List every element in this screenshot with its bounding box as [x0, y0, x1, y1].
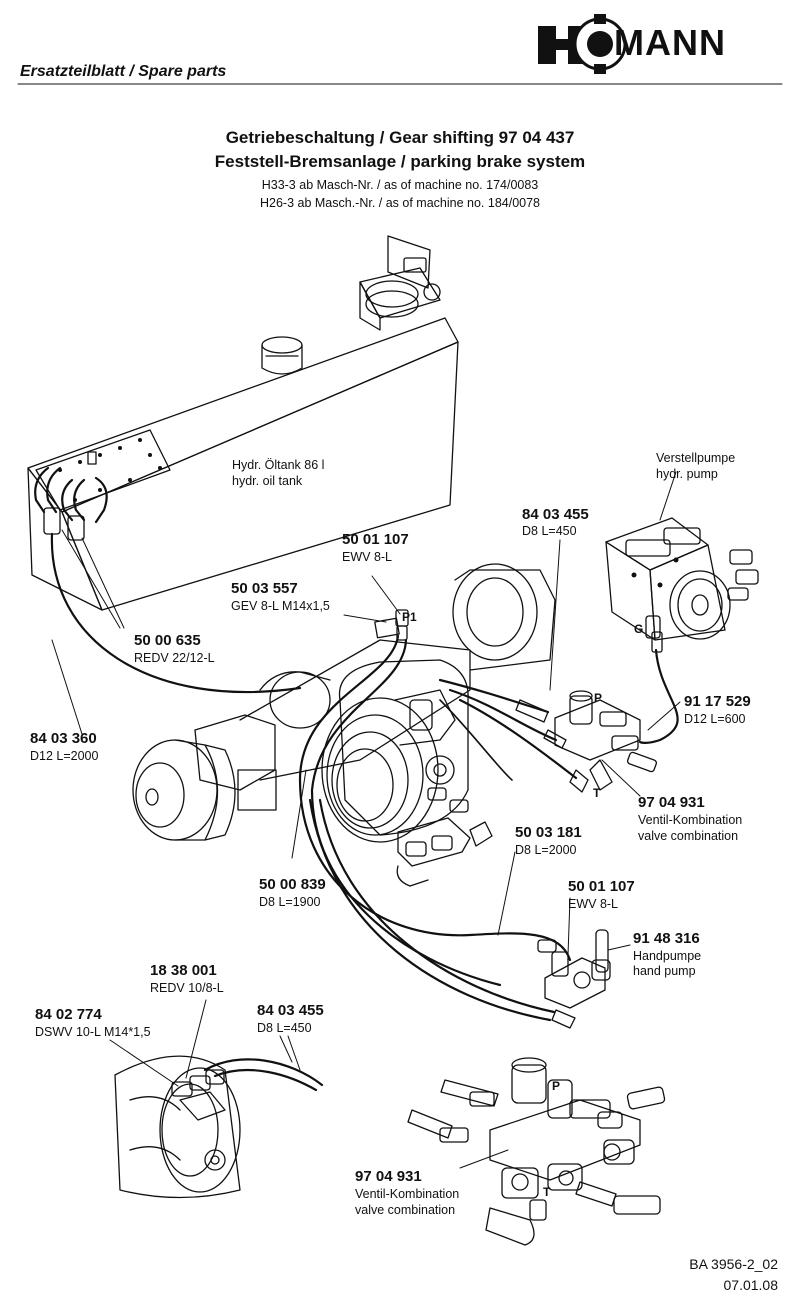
part-desc: D8 L=450 — [522, 524, 577, 538]
part-desc: EWV 8-L — [568, 897, 619, 911]
part-desc: D8 L=450 — [257, 1021, 312, 1035]
valve-combination-illustration — [515, 690, 658, 793]
part-number: 50 00 635 — [134, 632, 201, 649]
part-desc: D8 L=1900 — [259, 895, 321, 909]
valve2-label-de: Ventil-Kombination — [355, 1187, 460, 1201]
document-date: 07.01.08 — [723, 1277, 779, 1293]
part-number: 97 04 931 — [355, 1168, 422, 1185]
part-desc: DSWV 10-L M14*1,5 — [35, 1025, 151, 1039]
part-number: 50 00 839 — [259, 876, 326, 893]
part-number: 97 04 931 — [638, 794, 705, 811]
port-label: T — [543, 1185, 551, 1199]
port-label: P — [594, 691, 603, 705]
hydraulic-pump-illustration — [605, 517, 759, 653]
hand-pump-illustration — [537, 929, 611, 1029]
oil-tank-illustration — [27, 235, 459, 611]
part-number: 50 01 107 — [342, 531, 409, 548]
inset-axle-detail — [114, 1055, 241, 1199]
part-number: 18 38 001 — [150, 962, 217, 979]
part-number: 84 03 455 — [522, 506, 589, 523]
part-desc: D12 L=2000 — [30, 749, 99, 763]
part-number: 50 03 181 — [515, 824, 582, 841]
handpump-label-de: Handpumpe — [633, 949, 702, 963]
port-label: P — [552, 1079, 561, 1093]
hofmann-logo — [538, 14, 627, 74]
part-desc: REDV 22/12-L — [134, 651, 215, 665]
valve-label-en: valve combination — [638, 829, 739, 843]
pump-label-de: Verstellpumpe — [656, 451, 736, 465]
document-number: BA 3956-2_02 — [689, 1256, 778, 1272]
valve2-label-en: valve combination — [355, 1203, 456, 1217]
part-number: 91 48 316 — [633, 930, 700, 947]
part-desc: REDV 10/8-L — [150, 981, 224, 995]
part-number: 84 03 360 — [30, 730, 97, 747]
hose-lines — [50, 532, 679, 1092]
handpump-label-en: hand pump — [633, 964, 696, 978]
part-number: 84 02 774 — [35, 1006, 102, 1023]
port-label: G — [634, 622, 644, 636]
part-number: 50 03 557 — [231, 580, 298, 597]
part-number: 50 01 107 — [568, 878, 635, 895]
subtitle-h33: H33-3 ab Masch-Nr. / as of machine no. 1… — [261, 178, 539, 192]
tank-label-de: Hydr. Öltank 86 l — [232, 458, 325, 472]
port-label: P1 — [402, 610, 417, 624]
section-header: Ersatzteilblatt / Spare parts — [20, 63, 227, 80]
port-label: T — [593, 786, 601, 800]
valve-label-de: Ventil-Kombination — [638, 813, 743, 827]
tank-label-en: hydr. oil tank — [232, 474, 303, 488]
leader-lines — [51, 471, 681, 1169]
subtitle-h26: H26-3 ab Masch.-Nr. / as of machine no. … — [259, 196, 541, 210]
part-number: 84 03 455 — [257, 1002, 324, 1019]
part-desc: GEV 8-L M14x1,5 — [231, 599, 330, 613]
title-gear-shifting: Getriebeschaltung / Gear shifting 97 04 … — [225, 128, 575, 147]
part-number: 91 17 529 — [684, 693, 751, 710]
title-parking-brake: Feststell-Bremsanlage / parking brake sy… — [214, 152, 586, 171]
inset-valve-detail — [407, 1057, 666, 1246]
axle-gearbox-illustration — [132, 563, 556, 887]
pump-label-en: hydr. pump — [656, 467, 718, 481]
part-desc: D8 L=2000 — [515, 843, 577, 857]
part-desc: EWV 8-L — [342, 550, 393, 564]
part-desc: D12 L=600 — [684, 712, 746, 726]
logo-wordmark: MANN — [614, 22, 726, 63]
